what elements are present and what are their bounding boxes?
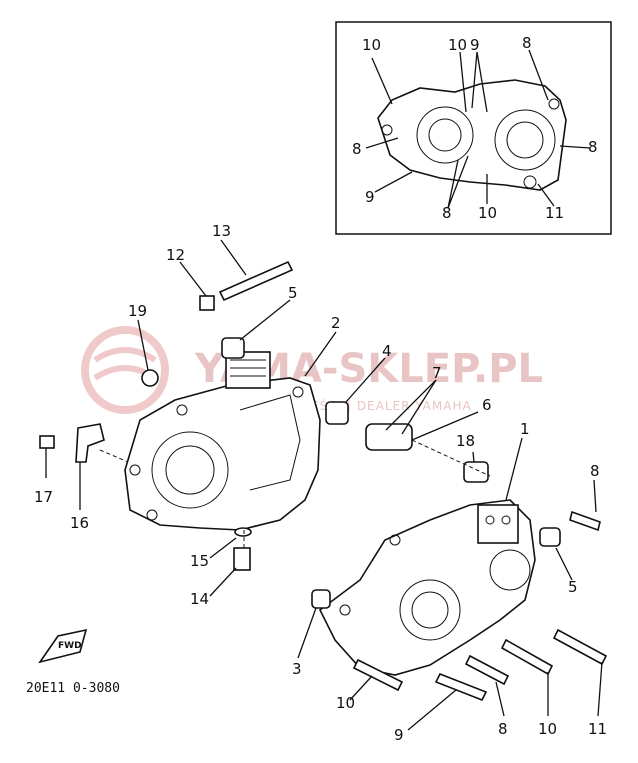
callout-9: 9 xyxy=(394,726,404,744)
inset-callout-10b: 10 xyxy=(448,36,467,54)
callout-19: 19 xyxy=(128,302,147,320)
part-4-bushing xyxy=(325,401,349,425)
inset-callout-10c: 10 xyxy=(478,204,497,222)
callout-1: 1 xyxy=(520,420,530,438)
inset-callout-8b: 8 xyxy=(352,140,362,158)
part-5-dowel-upper xyxy=(221,337,245,359)
callout-15: 15 xyxy=(190,552,209,570)
inset-callout-9b: 9 xyxy=(365,188,375,206)
fwd-arrow-icon xyxy=(38,628,88,664)
callout-12: 12 xyxy=(166,246,185,264)
callout-10-left: 10 xyxy=(336,694,355,712)
callout-17: 17 xyxy=(34,488,53,506)
part-10-bolt-left xyxy=(352,658,404,692)
watermark-logo xyxy=(81,326,169,414)
callout-8-lower: 8 xyxy=(498,720,508,738)
callout-8-right: 8 xyxy=(590,462,600,480)
inset-callout-8c: 8 xyxy=(588,138,598,156)
right-crankcase xyxy=(318,499,536,676)
callout-2: 2 xyxy=(331,314,341,332)
part-11-bolt xyxy=(552,628,608,666)
diagram-code: 20E11 0-3080 xyxy=(26,681,120,696)
part-18-cap xyxy=(463,461,489,483)
callouts: 13 12 5 19 2 4 7 6 18 1 8 17 16 15 14 5 … xyxy=(34,222,607,744)
part-8-bolt-lower xyxy=(464,654,510,686)
small-parts xyxy=(39,260,608,702)
part-16-bracket xyxy=(75,423,105,463)
part-13-pin xyxy=(218,260,294,302)
inset-callout-9a: 9 xyxy=(470,36,480,54)
callout-3: 3 xyxy=(292,660,302,678)
inset-view: 10 10 9 8 8 8 9 8 10 11 xyxy=(335,21,612,235)
part-17-screw xyxy=(39,435,55,449)
part-15-washer xyxy=(234,527,252,537)
part-3-dowel xyxy=(311,589,331,609)
callout-10-right: 10 xyxy=(538,720,557,738)
part-5-dowel-lower xyxy=(539,527,561,547)
callout-18: 18 xyxy=(456,432,475,450)
callout-13: 13 xyxy=(212,222,231,240)
part-12-fitting xyxy=(199,295,215,311)
inset-frame xyxy=(335,21,612,235)
callout-6: 6 xyxy=(482,396,492,414)
fwd-arrow: FWD xyxy=(38,628,88,664)
part-6-sleeve xyxy=(365,423,413,451)
part-10-bolt-right xyxy=(500,638,554,676)
inset-callout-11: 11 xyxy=(545,204,564,222)
inset-callout-8d: 8 xyxy=(442,204,452,222)
callout-11: 11 xyxy=(588,720,607,738)
callout-4: 4 xyxy=(382,342,392,360)
inset-callout-10a: 10 xyxy=(362,36,381,54)
leader-lines xyxy=(45,239,603,731)
inset-crankcase xyxy=(377,79,567,191)
part-9-bolt xyxy=(434,672,488,702)
inset-callout-8a: 8 xyxy=(522,34,532,52)
callout-14: 14 xyxy=(190,590,209,608)
fwd-label: FWD xyxy=(58,641,82,651)
part-14-drain-plug xyxy=(233,547,251,571)
callout-7: 7 xyxy=(432,364,442,382)
callout-16: 16 xyxy=(70,514,89,532)
callout-5-lower: 5 xyxy=(568,578,578,596)
callout-5-upper: 5 xyxy=(288,284,298,302)
part-19-seal xyxy=(141,369,159,387)
part-8-bolt xyxy=(569,510,601,532)
